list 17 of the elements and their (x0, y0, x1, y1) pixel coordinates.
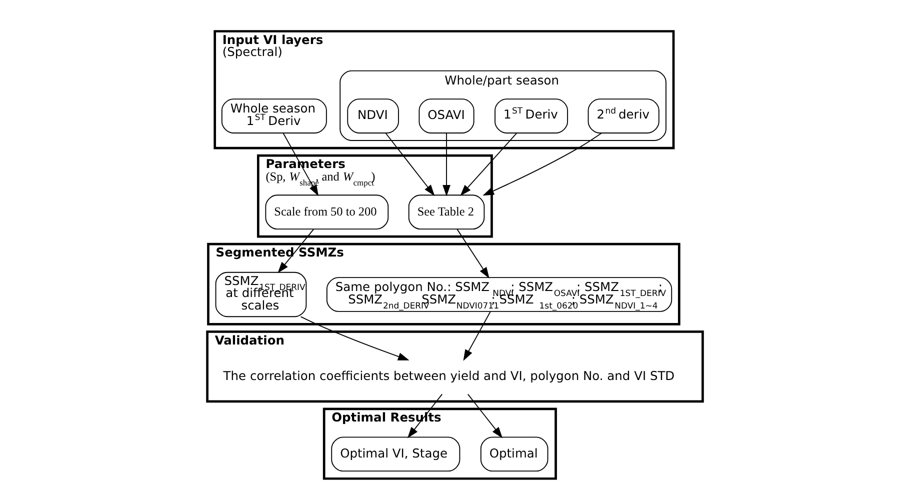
arrow (456, 228, 489, 278)
node-box: Scale from 50 to 200 (264, 194, 388, 230)
node-box: Optimal VI, Stage (330, 436, 460, 472)
arrow (442, 132, 450, 196)
node-box: See Table 2 (408, 194, 484, 230)
node-box: SSMZ$_{1ST_DERIV}$ at different scales (214, 272, 306, 318)
node-box: Optimal (480, 436, 548, 472)
node-box: OSAVI (418, 98, 474, 134)
node-box: 2$^{nd}$ deriv (587, 98, 659, 134)
arrow (466, 394, 502, 438)
node-box: Whole season 1$^{ST}$ Deriv (220, 98, 326, 134)
arrow (282, 132, 318, 196)
node-box: NDVI (346, 98, 398, 134)
arrow (300, 316, 409, 360)
arrow (462, 311, 490, 361)
node-box: 1$^{ST}$ Deriv (494, 98, 568, 134)
node-text: The correlation coefficients between yield and VI, polygon No. and VI STD (222, 369, 674, 384)
